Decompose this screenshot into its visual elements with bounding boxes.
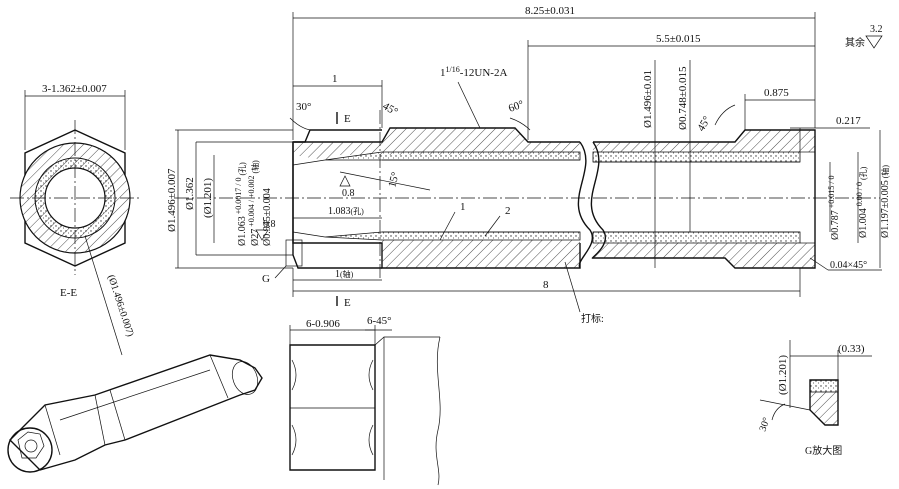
hex-dim-label: 3-1.362±0.007 — [42, 83, 107, 95]
len-1-dim: 1 — [332, 73, 338, 85]
dim-0-875: 0.875 — [764, 87, 789, 99]
dia-27: Ø27+0.004 / +0.002(轴) — [247, 160, 261, 246]
section-mark-top: E — [344, 113, 351, 125]
section-label: E-E — [60, 287, 77, 299]
dia-0-748: Ø0.748±0.015 — [677, 66, 689, 130]
detail-g-mark: G — [262, 273, 270, 285]
g-detail-view: (0.33) (Ø1.201) 30° G放大图 — [757, 340, 872, 457]
isometric-sketch — [7, 354, 263, 473]
roughness-top-note: 其余 — [845, 36, 865, 49]
overall-length-dim: 8.25±0.031 — [525, 5, 575, 17]
detail-g-box — [285, 239, 303, 267]
chamfer-label: 0.04×45° — [830, 260, 867, 271]
g-detail-title: G放大图 — [805, 444, 842, 457]
dim-8: 8 — [543, 279, 549, 291]
thread-spec: 11/16-12UN-2A — [440, 65, 507, 79]
dim-1-shaft: 1(轴) — [335, 269, 354, 280]
pipe-length-dim: 5.5±0.015 — [656, 33, 701, 45]
dim-1-083: 1.083(孔) — [328, 206, 364, 217]
g-detail-dim-033: (0.33) — [838, 343, 865, 355]
roughness-top: 3.2 — [870, 24, 883, 35]
g-detail-dim-dia: (Ø1.201) — [777, 355, 789, 395]
main-view: 8.25±0.031 5.5±0.015 1 11/16-12UN-2A 30°… — [166, 5, 891, 325]
dia-1-004: Ø1.0040.00 / 0(孔) — [855, 166, 869, 238]
dia-1-197: Ø1.197±0.005(轴) — [880, 165, 891, 238]
dia-1-201: (Ø1.201) — [202, 178, 214, 218]
hex-detail-dim-b: 6-45° — [367, 315, 392, 327]
roughness-0-8-left: 0.8 — [263, 219, 276, 230]
section-mark-bottom: E — [344, 297, 351, 309]
part-number-1: 1 — [460, 201, 466, 213]
hex-detail-dim-a: 6-0.906 — [306, 318, 340, 330]
dia-1-362: Ø1.362 — [184, 177, 196, 210]
dia-1-496-left: Ø1.496±0.007 — [166, 168, 178, 232]
roughness-0-8-bore: 0.8 — [342, 188, 355, 199]
angle-30: 30° — [296, 101, 311, 113]
dia-1-496-main: Ø1.496±0.01 — [642, 70, 654, 128]
angle-45-a: 45° — [381, 100, 400, 118]
section-view-e-e: 3-1.362±0.007 E-E (Ø1.496±0.007) — [10, 83, 142, 356]
hex-detail-view: 6-0.906 6-45° — [289, 315, 441, 486]
angle-60: 60° — [507, 98, 526, 115]
dia-0-945: Ø0.945±0.004 — [262, 188, 273, 246]
angle-15: 15° — [386, 171, 402, 189]
dia-1-063: Ø1.063+0.0017 / 0(孔) — [234, 162, 248, 246]
dia-0-787: Ø0.787+0.015 / 0 — [827, 176, 841, 240]
dim-0-217: 0.217 — [836, 115, 861, 127]
part-number-2: 2 — [505, 205, 511, 217]
section-outer-dim: (Ø1.496±0.007) — [105, 274, 135, 339]
g-detail-angle: 30° — [757, 416, 772, 433]
marking-note: 打标: — [581, 312, 604, 325]
angle-45-b: 45° — [695, 114, 713, 133]
